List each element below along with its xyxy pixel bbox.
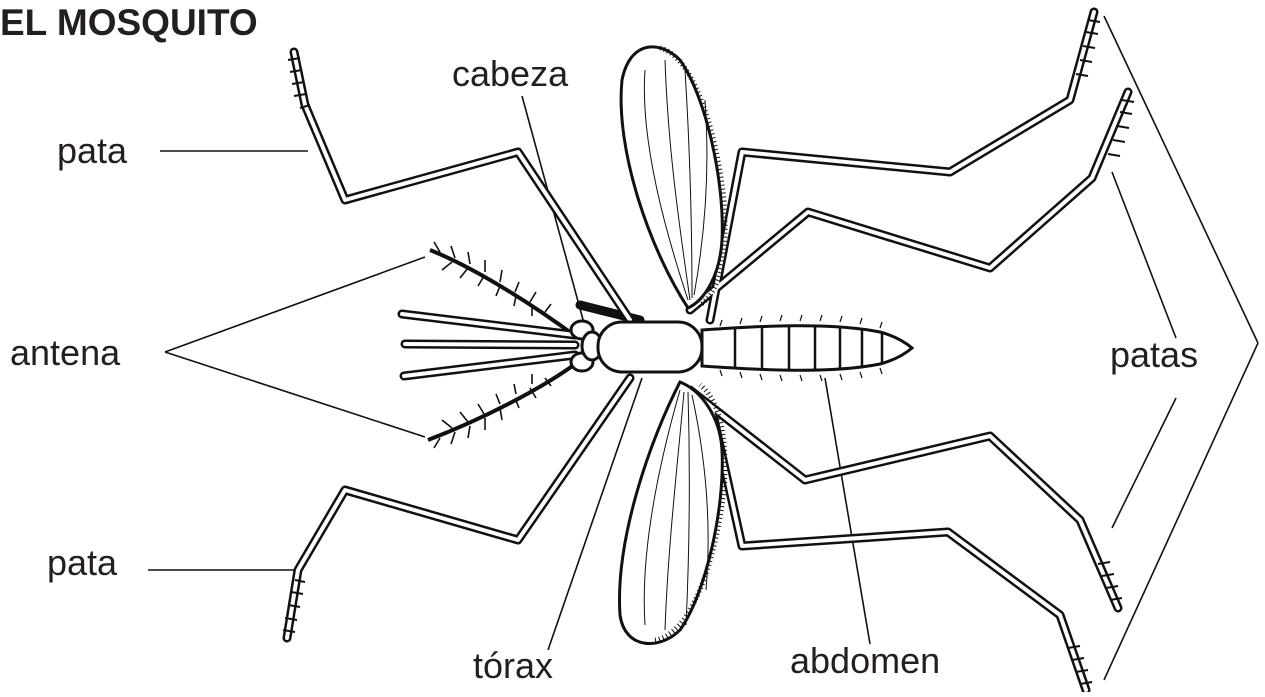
label-patas: patas: [1110, 337, 1198, 373]
leader-antena-upper: [165, 257, 425, 352]
wing-lower: [620, 382, 723, 644]
leader-patas-b: [1104, 343, 1258, 680]
label-pata-bottom: pata: [47, 545, 117, 581]
wing-upper: [621, 47, 722, 308]
label-pata-top: pata: [57, 133, 127, 169]
abdomen: [702, 326, 912, 371]
leg-mid-left: [580, 305, 640, 320]
leg-rear-left: [287, 378, 630, 638]
leader-patas-a: [1104, 16, 1258, 343]
page-title: EL MOSQUITO: [0, 4, 258, 41]
body: [571, 315, 912, 381]
leader-abdomen: [825, 378, 870, 644]
palps: [402, 314, 575, 376]
leg-rear-right: [690, 390, 1118, 608]
leader-patas-d: [1112, 398, 1176, 528]
label-abdomen: abdomen: [790, 643, 940, 679]
leader-antena-lower: [165, 352, 425, 437]
label-antena: antena: [10, 335, 120, 371]
label-cabeza: cabeza: [452, 56, 568, 92]
leader-patas-c: [1112, 172, 1176, 338]
leg-front-right: [690, 92, 1128, 310]
thorax: [598, 322, 702, 372]
label-torax: tórax: [473, 648, 553, 684]
